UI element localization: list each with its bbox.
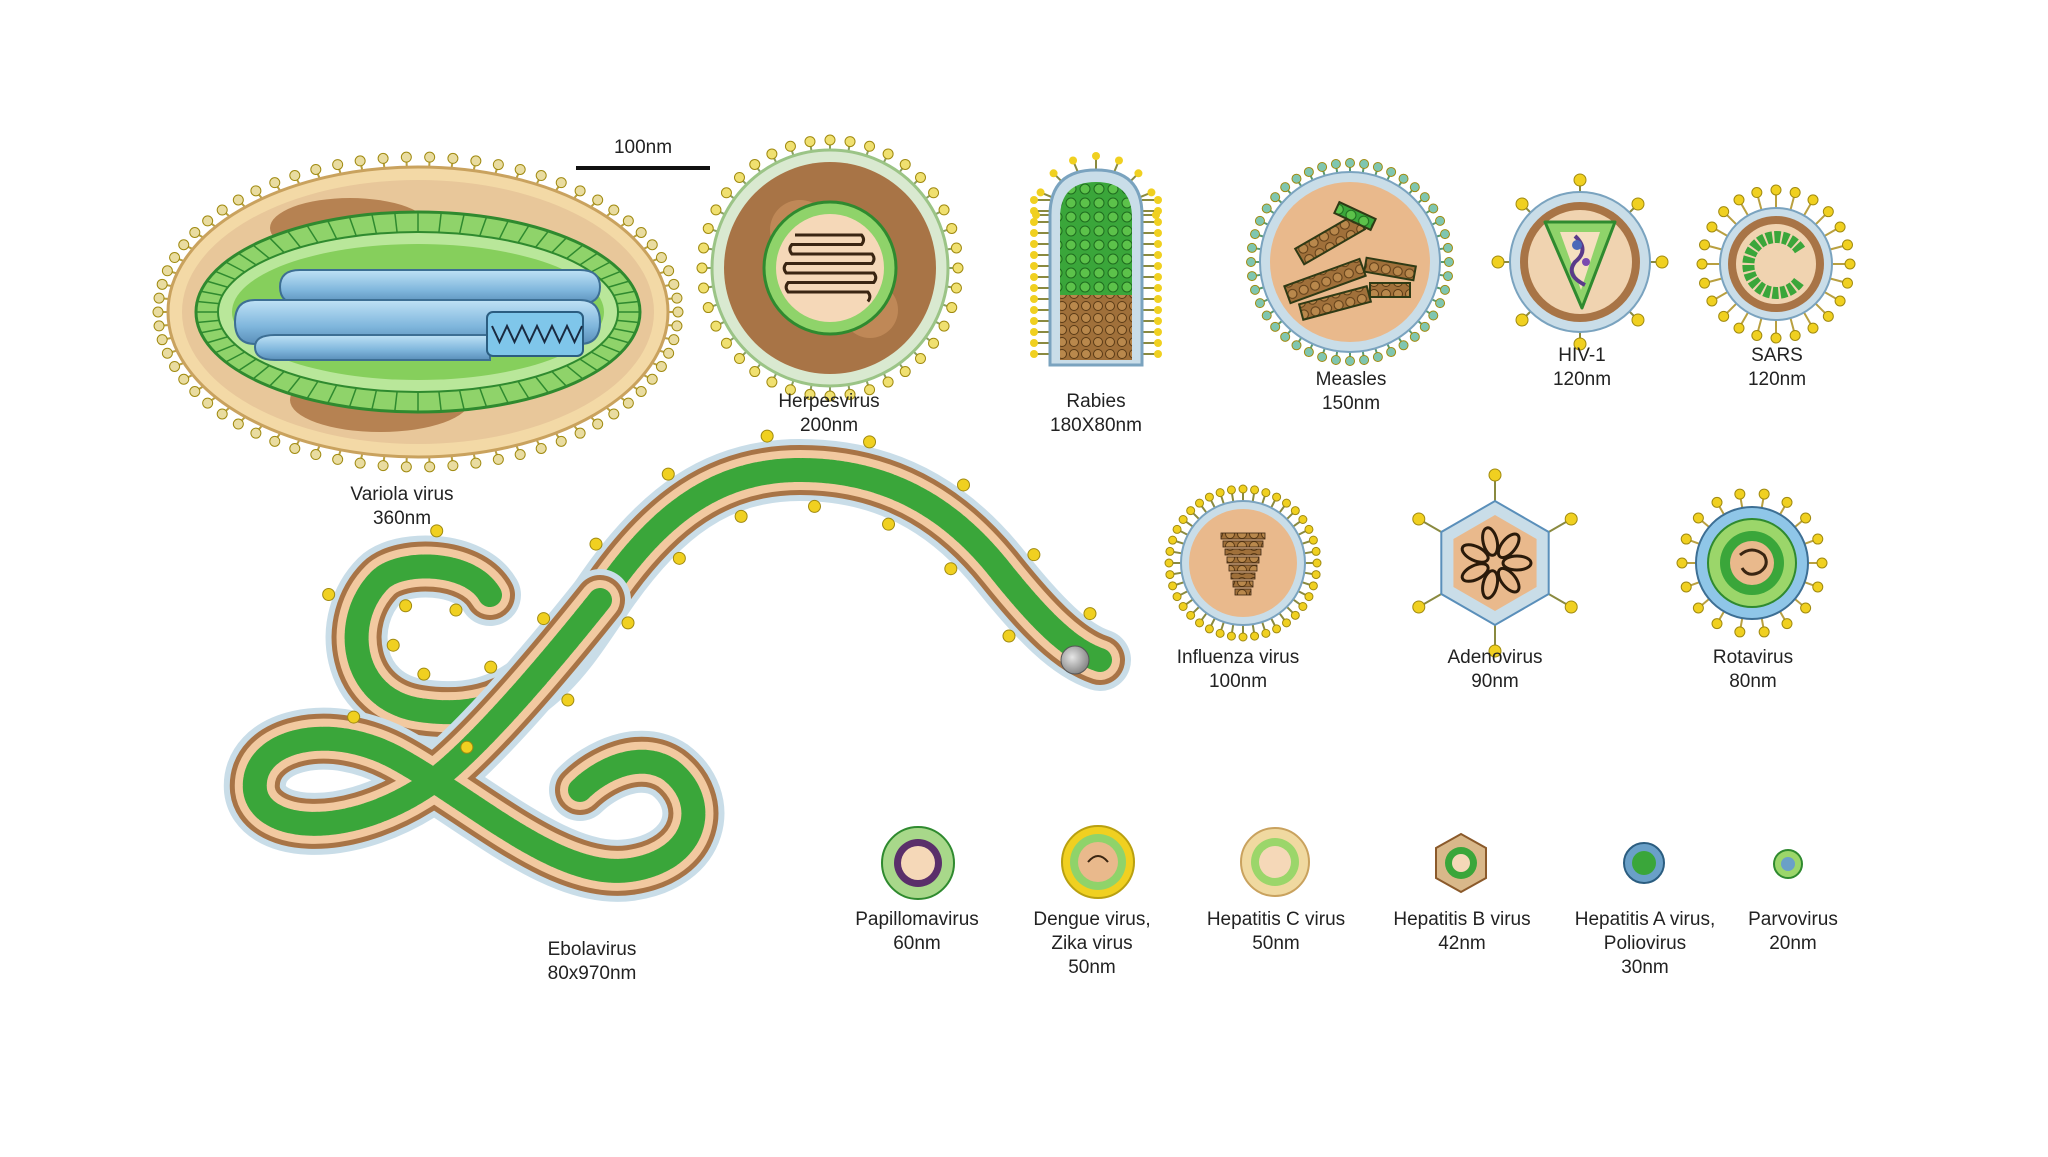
- sars-virus-illustration: [1697, 185, 1855, 343]
- measles-virus-illustration: [1247, 159, 1454, 366]
- adenovirus-illustration: [1413, 469, 1577, 657]
- scale-bar-label: 100nm: [614, 137, 672, 159]
- parvovirus-illustration: [1774, 850, 1802, 878]
- hepatitis-b-virus-illustration: [1436, 834, 1486, 892]
- variola-virus-illustration: [153, 152, 683, 472]
- hiv-virus-illustration: [1492, 174, 1668, 350]
- rabies-virus-illustration: [1030, 152, 1162, 365]
- hepatitis-c-virus-illustration: [1241, 828, 1309, 896]
- rotavirus-illustration: [1677, 489, 1827, 637]
- influenza-virus-illustration: [1165, 485, 1321, 641]
- papillomavirus-illustration: [882, 827, 954, 899]
- dengue-zika-virus-illustration: [1062, 826, 1134, 898]
- herpesvirus-illustration: [697, 135, 963, 401]
- hepatitis-a-polio-virus-illustration: [1624, 843, 1664, 883]
